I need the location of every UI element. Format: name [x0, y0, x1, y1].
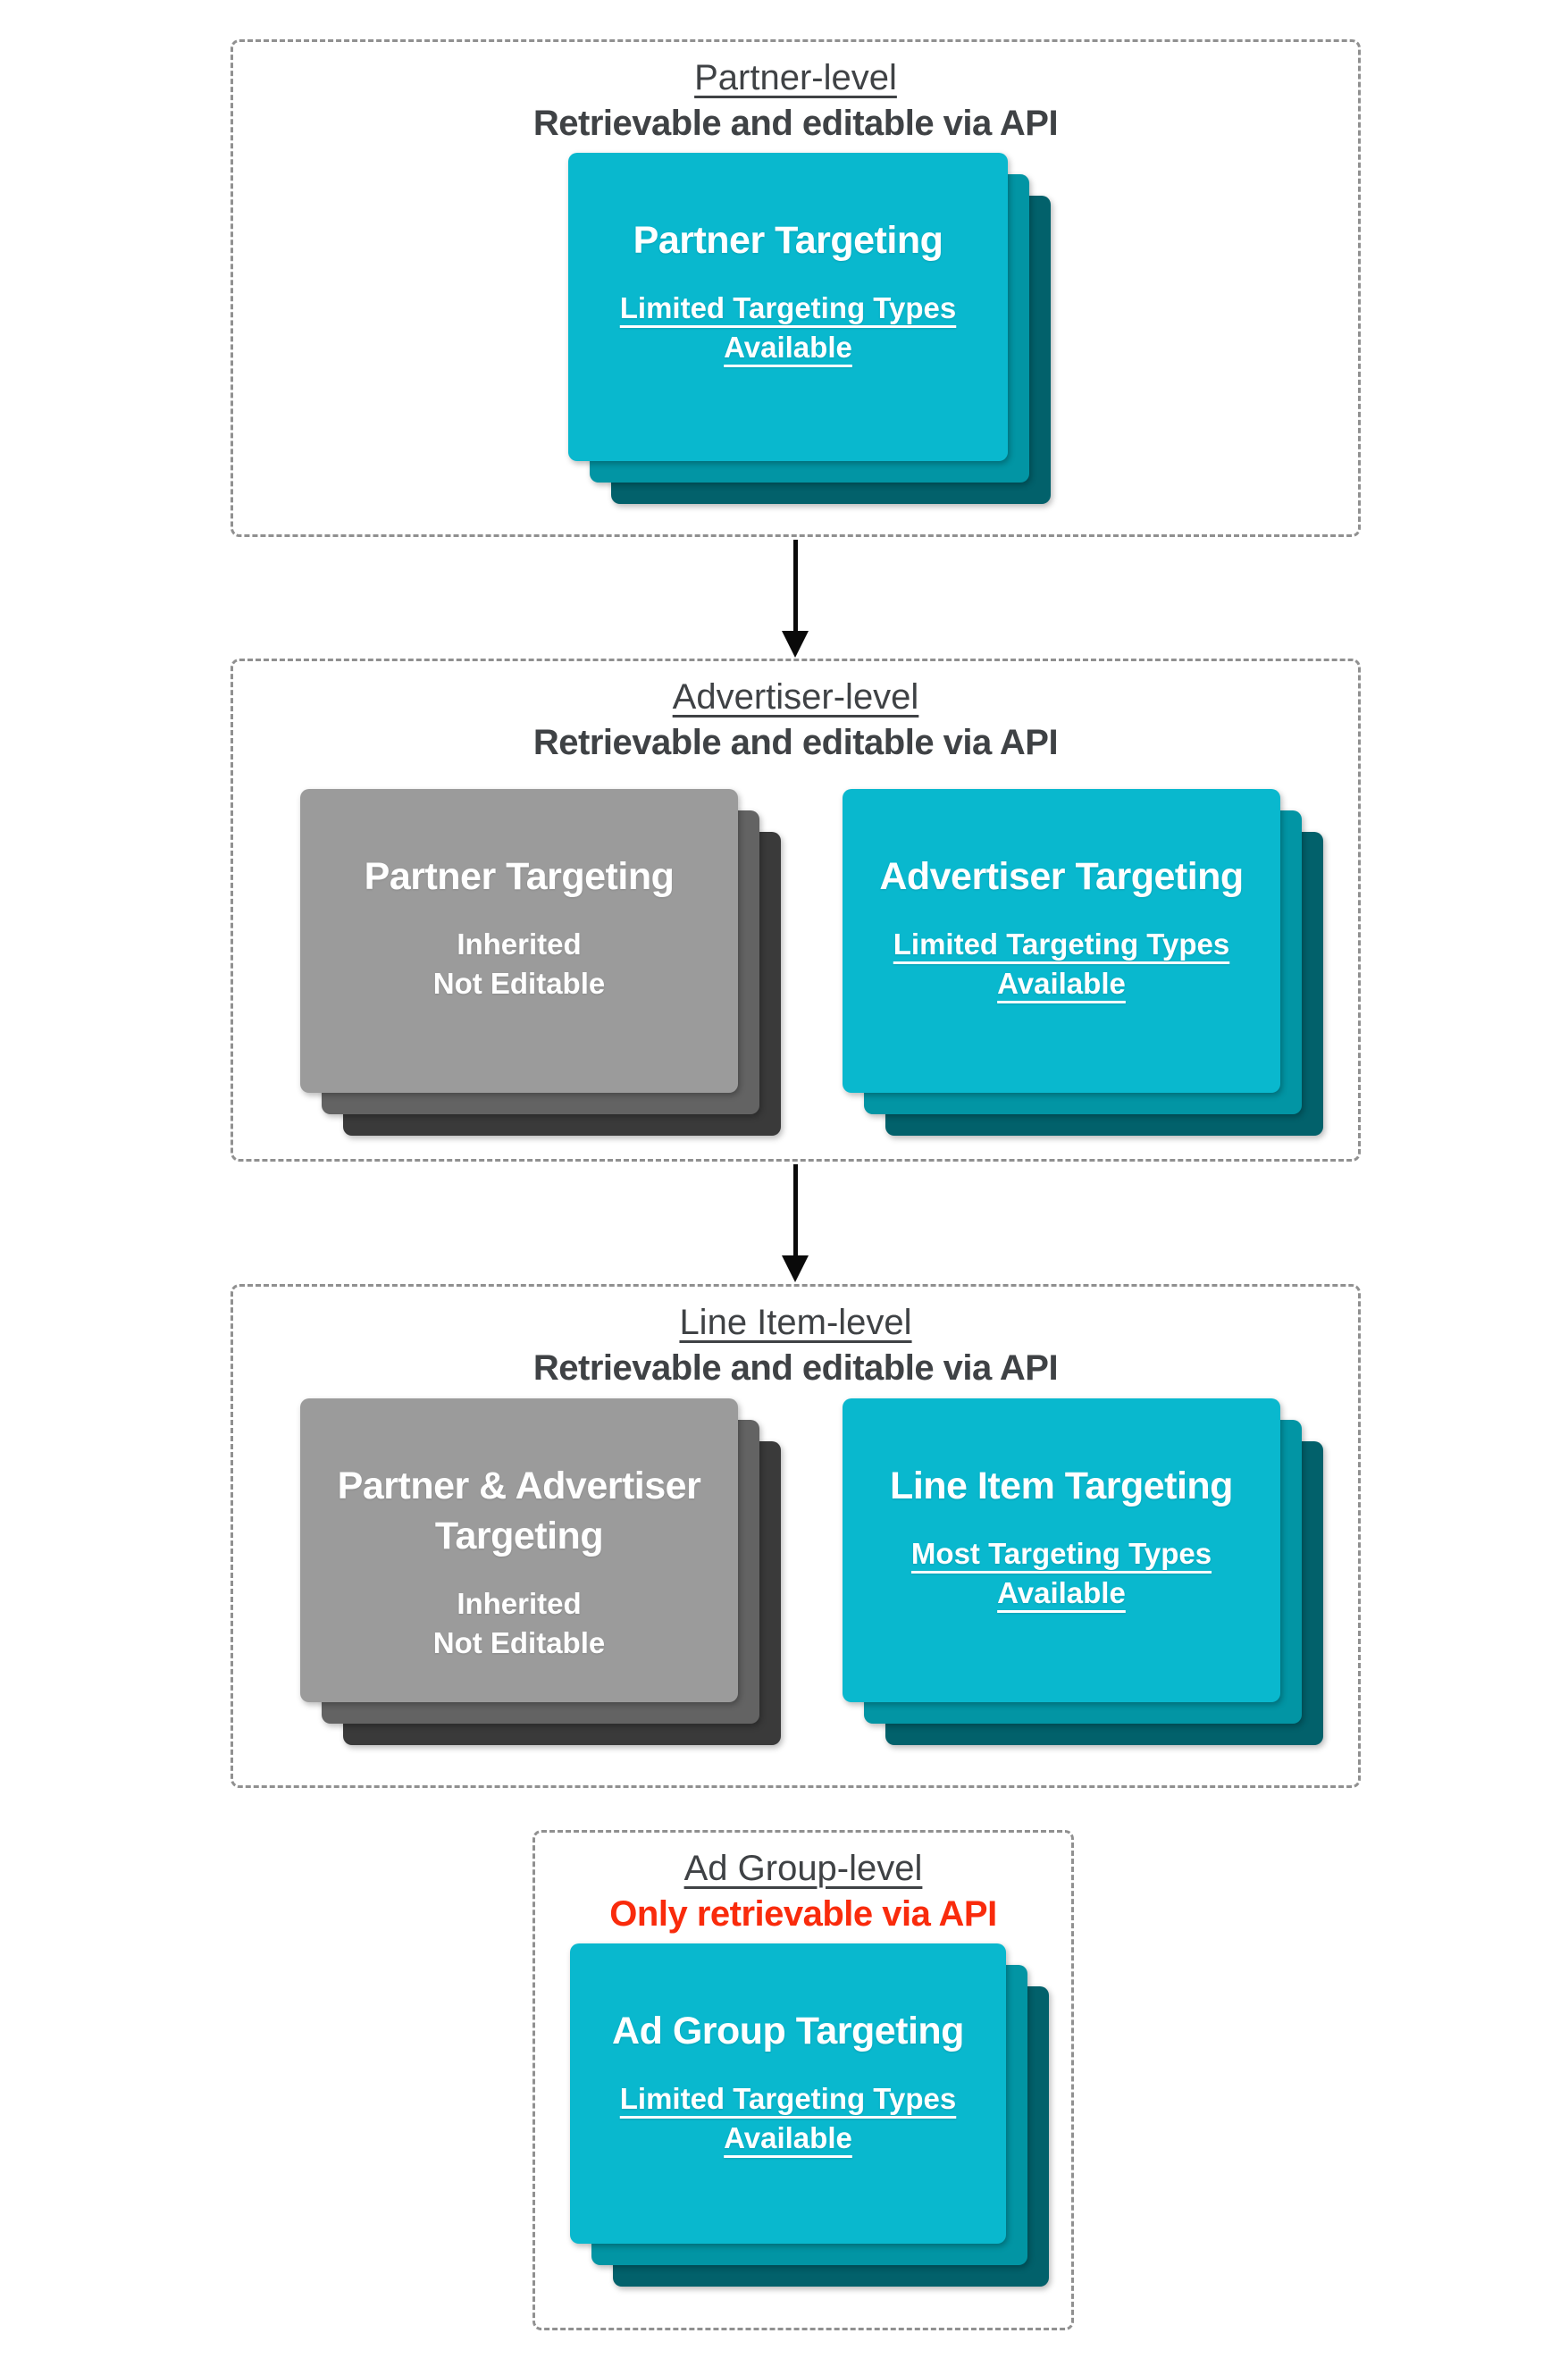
card-subtitle-line: Not Editable: [432, 967, 606, 1000]
section-header: Advertiser-level Retrievable and editabl…: [233, 674, 1358, 765]
card-subtitle-line: Most Targeting Types: [910, 1537, 1212, 1570]
card-subtitle-line: Limited Targeting Types: [893, 927, 1230, 961]
card-subtitle-line: Limited Targeting Types: [619, 291, 957, 324]
card-subtitle-line: Inherited: [457, 927, 582, 961]
card-title: Partner Targeting: [365, 852, 675, 902]
card-stack-ad-group-targeting: Ad Group Targeting Limited Targeting Typ…: [570, 1943, 1049, 2287]
card-advertiser-targeting: Advertiser Targeting Limited Targeting T…: [843, 789, 1280, 1093]
card-title: Ad Group Targeting: [612, 2006, 964, 2056]
card-subtitle: Most Targeting Types Available: [911, 1534, 1212, 1613]
section-header: Ad Group-level Only retrievable via API: [535, 1845, 1071, 1936]
section-subtitle: Only retrievable via API: [609, 1894, 997, 1934]
card-stack-advertiser-targeting: Advertiser Targeting Limited Targeting T…: [843, 789, 1323, 1136]
card-stack-partner-targeting-inherited: Partner Targeting Inherited Not Editable: [300, 789, 781, 1136]
card-title: Partner & Advertiser Targeting: [338, 1461, 701, 1561]
card-partner-targeting: Partner Targeting Limited Targeting Type…: [568, 153, 1008, 461]
card-subtitle-line: Not Editable: [432, 1626, 606, 1659]
card-subtitle: Inherited Not Editable: [433, 925, 606, 1003]
card-title: Partner Targeting: [633, 215, 943, 265]
section-subtitle: Retrievable and editable via API: [532, 104, 1059, 143]
card-partner-advertiser-targeting: Partner & Advertiser Targeting Inherited…: [300, 1398, 738, 1702]
card-title-line: Partner Targeting: [364, 855, 675, 898]
card-line-item-targeting: Line Item Targeting Most Targeting Types…: [843, 1398, 1280, 1702]
card-subtitle-line: Inherited: [457, 1587, 582, 1620]
card-subtitle: Limited Targeting Types Available: [620, 2079, 957, 2158]
card-stack-partner-advertiser-targeting: Partner & Advertiser Targeting Inherited…: [300, 1398, 781, 1745]
section-ad-group-level: Ad Group-level Only retrievable via API …: [532, 1830, 1074, 2330]
flow-arrow-down-1: [782, 540, 809, 658]
card-title-line: Ad Group Targeting: [612, 2010, 964, 2052]
card-subtitle: Limited Targeting Types Available: [893, 925, 1230, 1003]
section-title: Advertiser-level: [672, 677, 919, 717]
card-partner-targeting-inherited: Partner Targeting Inherited Not Editable: [300, 789, 738, 1093]
card-stack-line-item-targeting: Line Item Targeting Most Targeting Types…: [843, 1398, 1323, 1745]
card-title-line: Partner & Advertiser: [337, 1465, 701, 1507]
card-subtitle-line: Available: [724, 2121, 852, 2154]
card-title-line: Line Item Targeting: [890, 1465, 1233, 1507]
section-line-item-level: Line Item-level Retrievable and editable…: [231, 1284, 1361, 1788]
card-title-line: Partner Targeting: [633, 219, 943, 262]
arrow-line: [792, 1164, 798, 1255]
card-title: Line Item Targeting: [890, 1461, 1233, 1511]
section-title: Ad Group-level: [683, 1849, 923, 1888]
card-subtitle: Limited Targeting Types Available: [620, 289, 957, 367]
arrow-line: [792, 540, 798, 631]
card-stack-partner-targeting: Partner Targeting Limited Targeting Type…: [568, 153, 1051, 504]
card-subtitle: Inherited Not Editable: [433, 1584, 606, 1663]
card-subtitle-line: Available: [997, 967, 1126, 1000]
card-subtitle-line: Available: [997, 1576, 1126, 1609]
arrow-head-icon: [782, 631, 809, 658]
section-subtitle: Retrievable and editable via API: [532, 1348, 1059, 1388]
card-ad-group-targeting: Ad Group Targeting Limited Targeting Typ…: [570, 1943, 1006, 2244]
section-advertiser-level: Advertiser-level Retrievable and editabl…: [231, 659, 1361, 1162]
section-title: Partner-level: [694, 58, 897, 97]
section-header: Line Item-level Retrievable and editable…: [233, 1299, 1358, 1390]
section-title: Line Item-level: [679, 1303, 912, 1342]
card-subtitle-line: Available: [724, 331, 852, 364]
section-partner-level: Partner-level Retrievable and editable v…: [231, 39, 1361, 537]
section-header: Partner-level Retrievable and editable v…: [233, 55, 1358, 146]
section-subtitle: Retrievable and editable via API: [532, 723, 1059, 762]
flow-arrow-down-2: [782, 1164, 809, 1282]
card-subtitle-line: Limited Targeting Types: [619, 2082, 957, 2115]
card-title-line: Advertiser Targeting: [879, 855, 1244, 898]
arrow-head-icon: [782, 1255, 809, 1282]
card-title: Advertiser Targeting: [879, 852, 1244, 902]
card-title-line: Targeting: [434, 1515, 604, 1557]
